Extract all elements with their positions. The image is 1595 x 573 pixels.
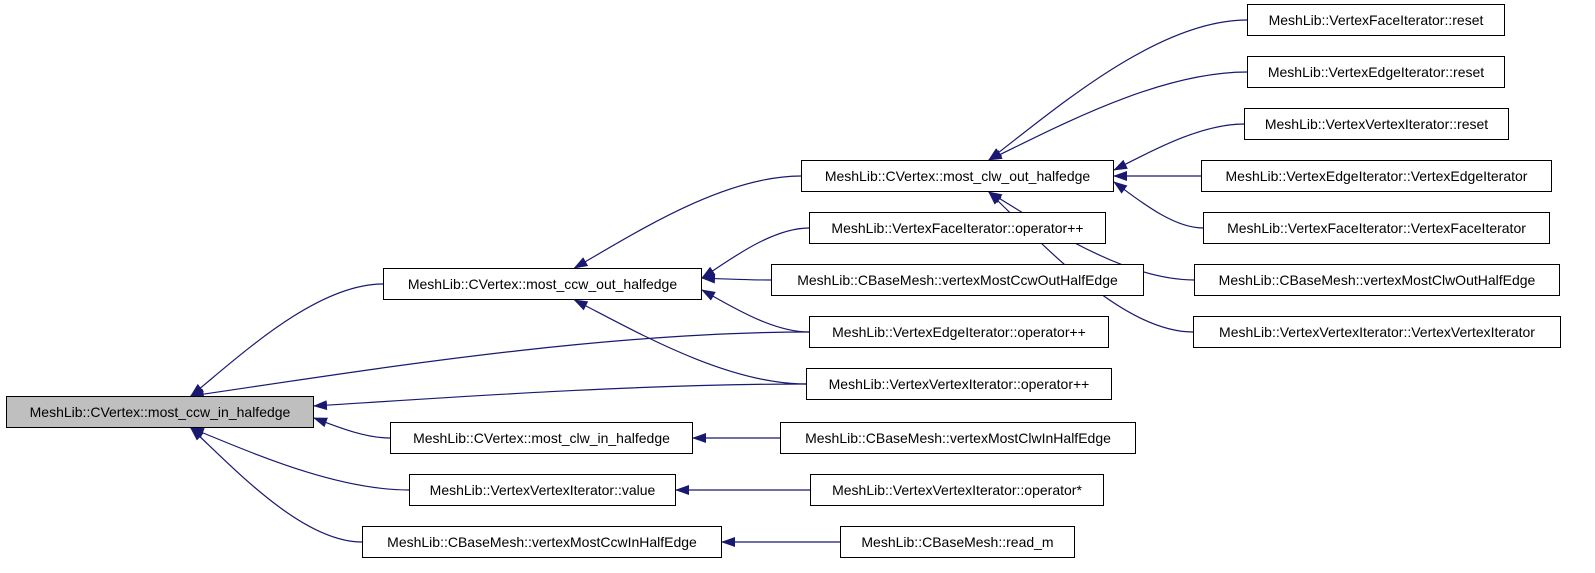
edge-n14-to-n0: [313, 417, 391, 439]
edge-n12-to-n0: [189, 331, 810, 400]
graph-node-n1[interactable]: MeshLib::CVertex::most_ccw_out_halfedge: [383, 268, 702, 300]
edge-n3-to-n2: [988, 19, 1248, 161]
graph-node-n10[interactable]: MeshLib::VertexFaceIterator::operator++: [809, 212, 1106, 244]
graph-node-n6[interactable]: MeshLib::VertexEdgeIterator::VertexEdgeI…: [1201, 160, 1552, 192]
edge-n10-to-n1: [701, 227, 810, 279]
edge-n12-to-n1: [701, 289, 810, 333]
graph-node-n9[interactable]: MeshLib::VertexVertexIterator::VertexVer…: [1193, 316, 1561, 348]
graph-node-n4[interactable]: MeshLib::VertexEdgeIterator::reset: [1247, 56, 1505, 88]
edge-n5-to-n2: [1113, 123, 1245, 171]
edge-n18-to-n0: [190, 427, 363, 543]
graph-node-n17[interactable]: MeshLib::VertexVertexIterator::operator*: [810, 474, 1104, 506]
edge-n1-to-n0: [190, 283, 384, 397]
graph-node-n15[interactable]: MeshLib::CBaseMesh::vertexMostClwInHalfE…: [780, 422, 1136, 454]
graph-node-n14[interactable]: MeshLib::CVertex::most_clw_in_halfedge: [390, 422, 693, 454]
graph-node-n2[interactable]: MeshLib::CVertex::most_clw_out_halfedge: [801, 160, 1114, 192]
graph-node-n18[interactable]: MeshLib::CBaseMesh::vertexMostCcwInHalfE…: [362, 526, 722, 558]
graph-node-n19[interactable]: MeshLib::CBaseMesh::read_m: [840, 526, 1075, 558]
edge-n2-to-n1: [573, 175, 802, 269]
edge-n8-to-n2: [987, 191, 1195, 281]
edge-n11-to-n1: [701, 273, 772, 284]
graph-node-n3[interactable]: MeshLib::VertexFaceIterator::reset: [1247, 4, 1505, 36]
graph-node-n0[interactable]: MeshLib::CVertex::most_ccw_in_halfedge: [6, 396, 314, 428]
edge-n13-to-n0: [313, 383, 807, 411]
graph-node-n13[interactable]: MeshLib::VertexVertexIterator::operator+…: [806, 368, 1112, 400]
graph-node-n12[interactable]: MeshLib::VertexEdgeIterator::operator++: [809, 316, 1109, 348]
graph-node-n5[interactable]: MeshLib::VertexVertexIterator::reset: [1244, 108, 1509, 140]
graph-node-n8[interactable]: MeshLib::CBaseMesh::vertexMostClwOutHalf…: [1194, 264, 1560, 296]
edge-n16-to-n0: [189, 427, 410, 491]
graph-node-n7[interactable]: MeshLib::VertexFaceIterator::VertexFaceI…: [1203, 212, 1550, 244]
graph-node-n16[interactable]: MeshLib::VertexVertexIterator::value: [409, 474, 676, 506]
edge-n4-to-n2: [987, 71, 1248, 161]
edge-n7-to-n2: [1113, 181, 1204, 229]
graph-node-n11[interactable]: MeshLib::CBaseMesh::vertexMostCcwOutHalf…: [771, 264, 1144, 296]
edge-n13-to-n1: [573, 299, 807, 385]
